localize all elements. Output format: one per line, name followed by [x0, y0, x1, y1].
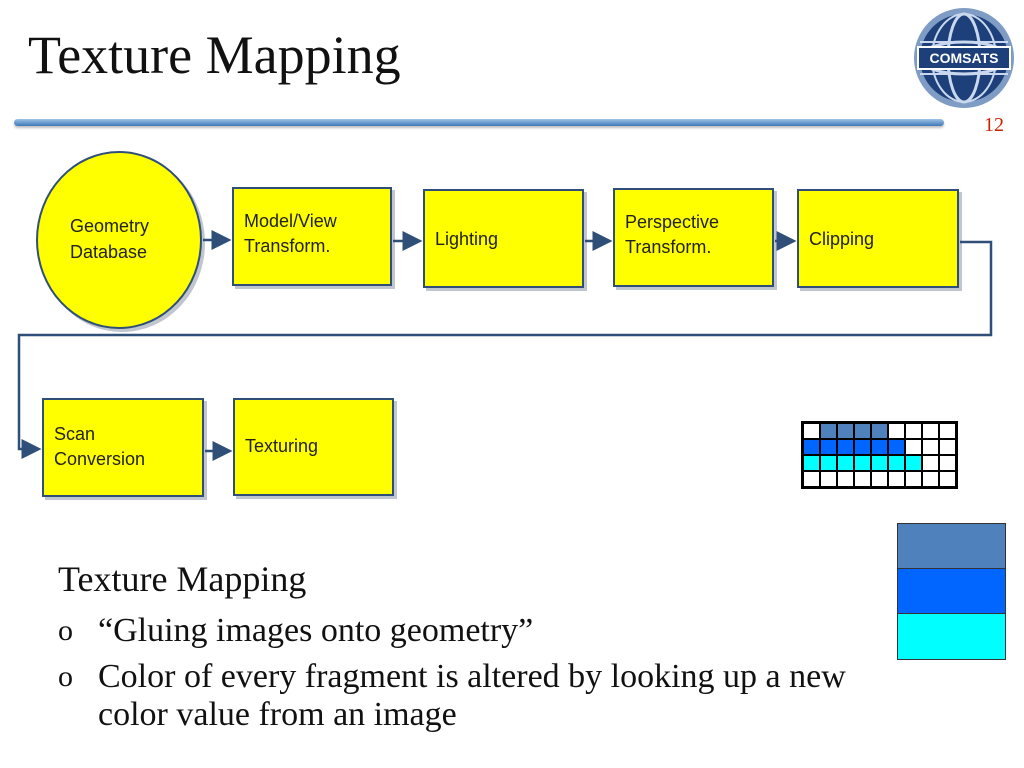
slide-number: 12 — [984, 114, 1004, 136]
grid-cell — [889, 456, 904, 470]
grid-cell — [821, 440, 836, 454]
texturing-box: Texturing — [233, 398, 394, 496]
grid-cell — [855, 472, 870, 486]
grid-cell — [923, 472, 938, 486]
grid-cell — [889, 472, 904, 486]
model-view-label: Model/View Transform. — [244, 211, 337, 257]
grid-cell — [838, 440, 853, 454]
grid-cell — [804, 456, 819, 470]
bullet-item: o Color of every fragment is altered by … — [58, 658, 918, 734]
bullet-text: Color of every fragment is altered by lo… — [98, 658, 846, 733]
grid-cell — [906, 440, 921, 454]
grid-cell — [872, 424, 887, 438]
grid-cell — [804, 440, 819, 454]
grid-cell — [838, 424, 853, 438]
bullet-text: “Gluing images onto geometry” — [98, 612, 534, 649]
grid-cell — [889, 440, 904, 454]
grid-cell — [906, 424, 921, 438]
grid-cell — [838, 456, 853, 470]
grid-cell — [855, 456, 870, 470]
scan-conversion-box: Scan Conversion — [42, 398, 204, 497]
texture-pixel-grid — [801, 421, 958, 489]
grid-cell — [872, 472, 887, 486]
grid-cell — [872, 456, 887, 470]
grid-cell — [940, 424, 955, 438]
grid-cell — [940, 456, 955, 470]
section-heading: Texture Mapping — [58, 559, 307, 599]
grid-cell — [804, 424, 819, 438]
grid-cell — [923, 424, 938, 438]
model-view-transform-box: Model/View Transform. — [232, 187, 392, 286]
grid-cell — [940, 472, 955, 486]
perspective-label: Perspective Transform. — [625, 212, 720, 258]
grid-cell — [855, 440, 870, 454]
grid-cell — [923, 440, 938, 454]
grid-cell — [804, 472, 819, 486]
grid-cell — [855, 424, 870, 438]
geometry-database-node: Geometry Database — [36, 151, 202, 329]
bullet-item: o “Gluing images onto geometry” — [58, 612, 918, 650]
grid-cell — [872, 440, 887, 454]
scan-conversion-label: Scan Conversion — [54, 424, 146, 470]
bullet-marker-icon: o — [58, 614, 73, 647]
grid-cell — [838, 472, 853, 486]
grid-cell — [889, 424, 904, 438]
geometry-database-label: Geometry Database — [70, 216, 150, 263]
bullet-marker-icon: o — [58, 660, 73, 693]
title-underline — [14, 119, 944, 126]
grid-cell — [821, 456, 836, 470]
grid-cell — [923, 456, 938, 470]
texture-swatch — [898, 614, 1005, 659]
texture-swatch — [898, 524, 1005, 569]
grid-cell — [940, 440, 955, 454]
lighting-box: Lighting — [423, 189, 584, 288]
logo-text: COMSATS — [930, 50, 999, 66]
clipping-label: Clipping — [809, 229, 875, 249]
texture-swatch — [898, 569, 1005, 614]
lighting-label: Lighting — [435, 229, 499, 249]
clipping-box: Clipping — [797, 189, 959, 288]
perspective-transform-box: Perspective Transform. — [613, 188, 774, 287]
grid-cell — [906, 472, 921, 486]
comsats-logo: COMSATS — [914, 8, 1014, 108]
grid-cell — [821, 472, 836, 486]
grid-cell — [821, 424, 836, 438]
texturing-label: Texturing — [245, 436, 319, 456]
texture-swatches — [897, 523, 1006, 660]
slide-title: Texture Mapping — [28, 25, 401, 85]
grid-cell — [906, 456, 921, 470]
bullet-list: o “Gluing images onto geometry” o Color … — [58, 612, 918, 742]
